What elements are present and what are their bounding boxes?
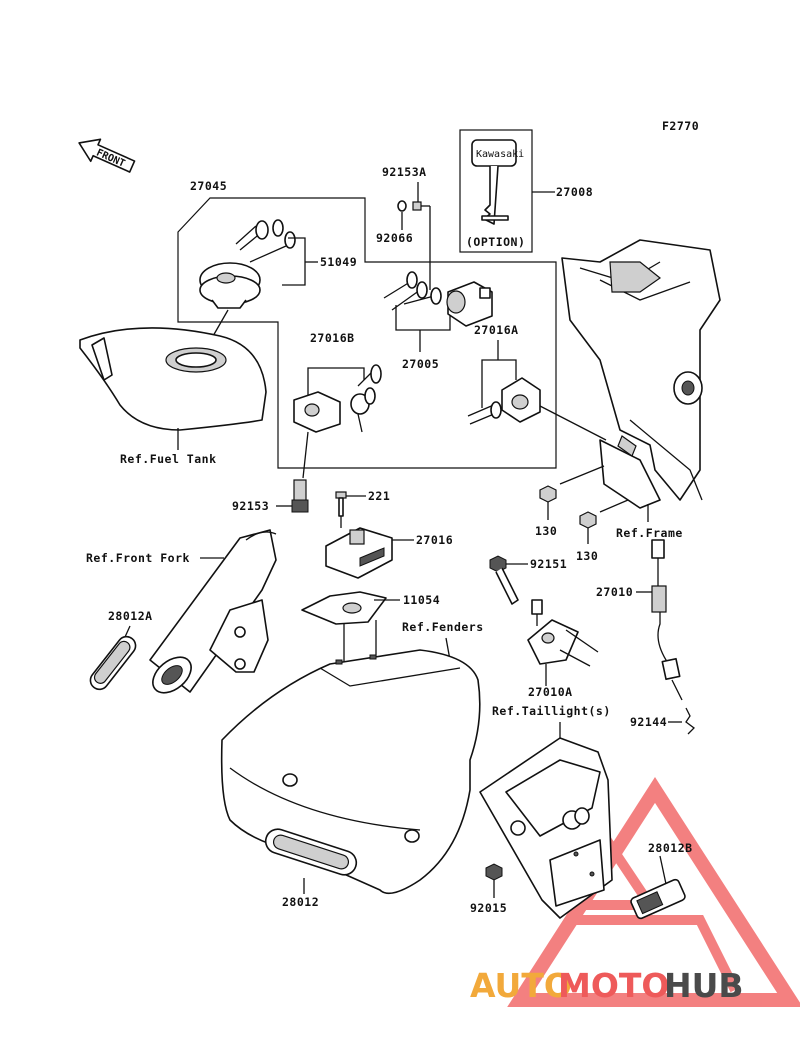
bracket-11054 — [301, 591, 387, 625]
nut-130-upper — [539, 485, 557, 503]
switch-27010 — [651, 539, 683, 701]
keys-51049 — [235, 219, 296, 263]
part-130-upper-label: 130 — [535, 524, 557, 538]
helmet-lock-27016B — [293, 364, 382, 433]
nut-130-lower — [579, 511, 597, 529]
taillight-bracket — [479, 737, 613, 919]
part-92144-label: 92144 — [630, 715, 667, 729]
part-28012-label: 28012 — [282, 895, 319, 909]
part-27016-label: 27016 — [416, 533, 453, 547]
figure-code: F2770 — [662, 119, 699, 133]
part-92015-label: 92015 — [470, 901, 507, 915]
assembly-27045-boundary — [177, 197, 557, 469]
part-92066-label: 92066 — [376, 231, 413, 245]
part-92151-label: 92151 — [530, 557, 567, 571]
part-92153-label: 92153 — [232, 499, 269, 513]
part-28012A-label: 28012A — [108, 609, 153, 623]
key-brand-label: Kawasaki — [476, 149, 524, 160]
part-92153A-label: 92153A — [382, 165, 427, 179]
washer-92066 — [397, 200, 407, 212]
part-27045-label: 27045 — [190, 179, 227, 193]
watermark-text-hub: HUB — [664, 966, 744, 1005]
watermark-text-moto: MOTO — [558, 966, 669, 1005]
ignition-switch-27005 — [383, 271, 493, 327]
ref-taillight-label: Ref.Taillight(s) — [492, 704, 611, 718]
part-27005-label: 27005 — [402, 357, 439, 371]
reflector-28012B — [630, 878, 686, 920]
bolt-221 — [335, 491, 347, 517]
watermark-automotohub: AUTO MOTO HUB — [470, 966, 744, 1005]
option-label: (OPTION) — [466, 235, 525, 249]
reflector-28012A — [89, 635, 137, 691]
ref-fenders-label: Ref.Fenders — [402, 620, 484, 634]
spring-92144 — [685, 707, 695, 735]
seat-lock-27016A — [467, 377, 541, 425]
ref-fuel-tank-label: Ref.Fuel Tank — [120, 452, 217, 466]
frame — [561, 239, 721, 509]
switch-27010A — [527, 599, 599, 667]
lock-27016 — [325, 527, 393, 579]
bolt-92151 — [489, 555, 519, 605]
part-27010A-label: 27010A — [528, 685, 573, 699]
watermark-text-auto: AUTO — [470, 966, 572, 1005]
bolt-92153 — [291, 479, 309, 513]
part-27016B-label: 27016B — [310, 331, 355, 345]
front-fork — [149, 529, 277, 694]
screw-92153A — [412, 201, 430, 211]
part-27016A-label: 27016A — [474, 323, 519, 337]
reflector-28012 — [264, 828, 358, 876]
option-key-box: Kawasaki (OPTION) — [459, 129, 533, 253]
nut-92015 — [485, 863, 503, 881]
part-28012B-label: 28012B — [648, 841, 693, 855]
part-51049-label: 51049 — [320, 255, 357, 269]
fuel-tank — [79, 327, 267, 431]
ref-front-fork-label: Ref.Front Fork — [86, 551, 190, 565]
part-130-lower-label: 130 — [576, 549, 598, 563]
ref-frame-label: Ref.Frame — [616, 526, 683, 540]
part-11054-label: 11054 — [403, 593, 440, 607]
fuel-cap — [199, 262, 261, 309]
part-221-label: 221 — [368, 489, 390, 503]
part-27010-label: 27010 — [596, 585, 633, 599]
part-27008-label: 27008 — [556, 185, 593, 199]
front-arrow: FRONT — [78, 138, 136, 173]
